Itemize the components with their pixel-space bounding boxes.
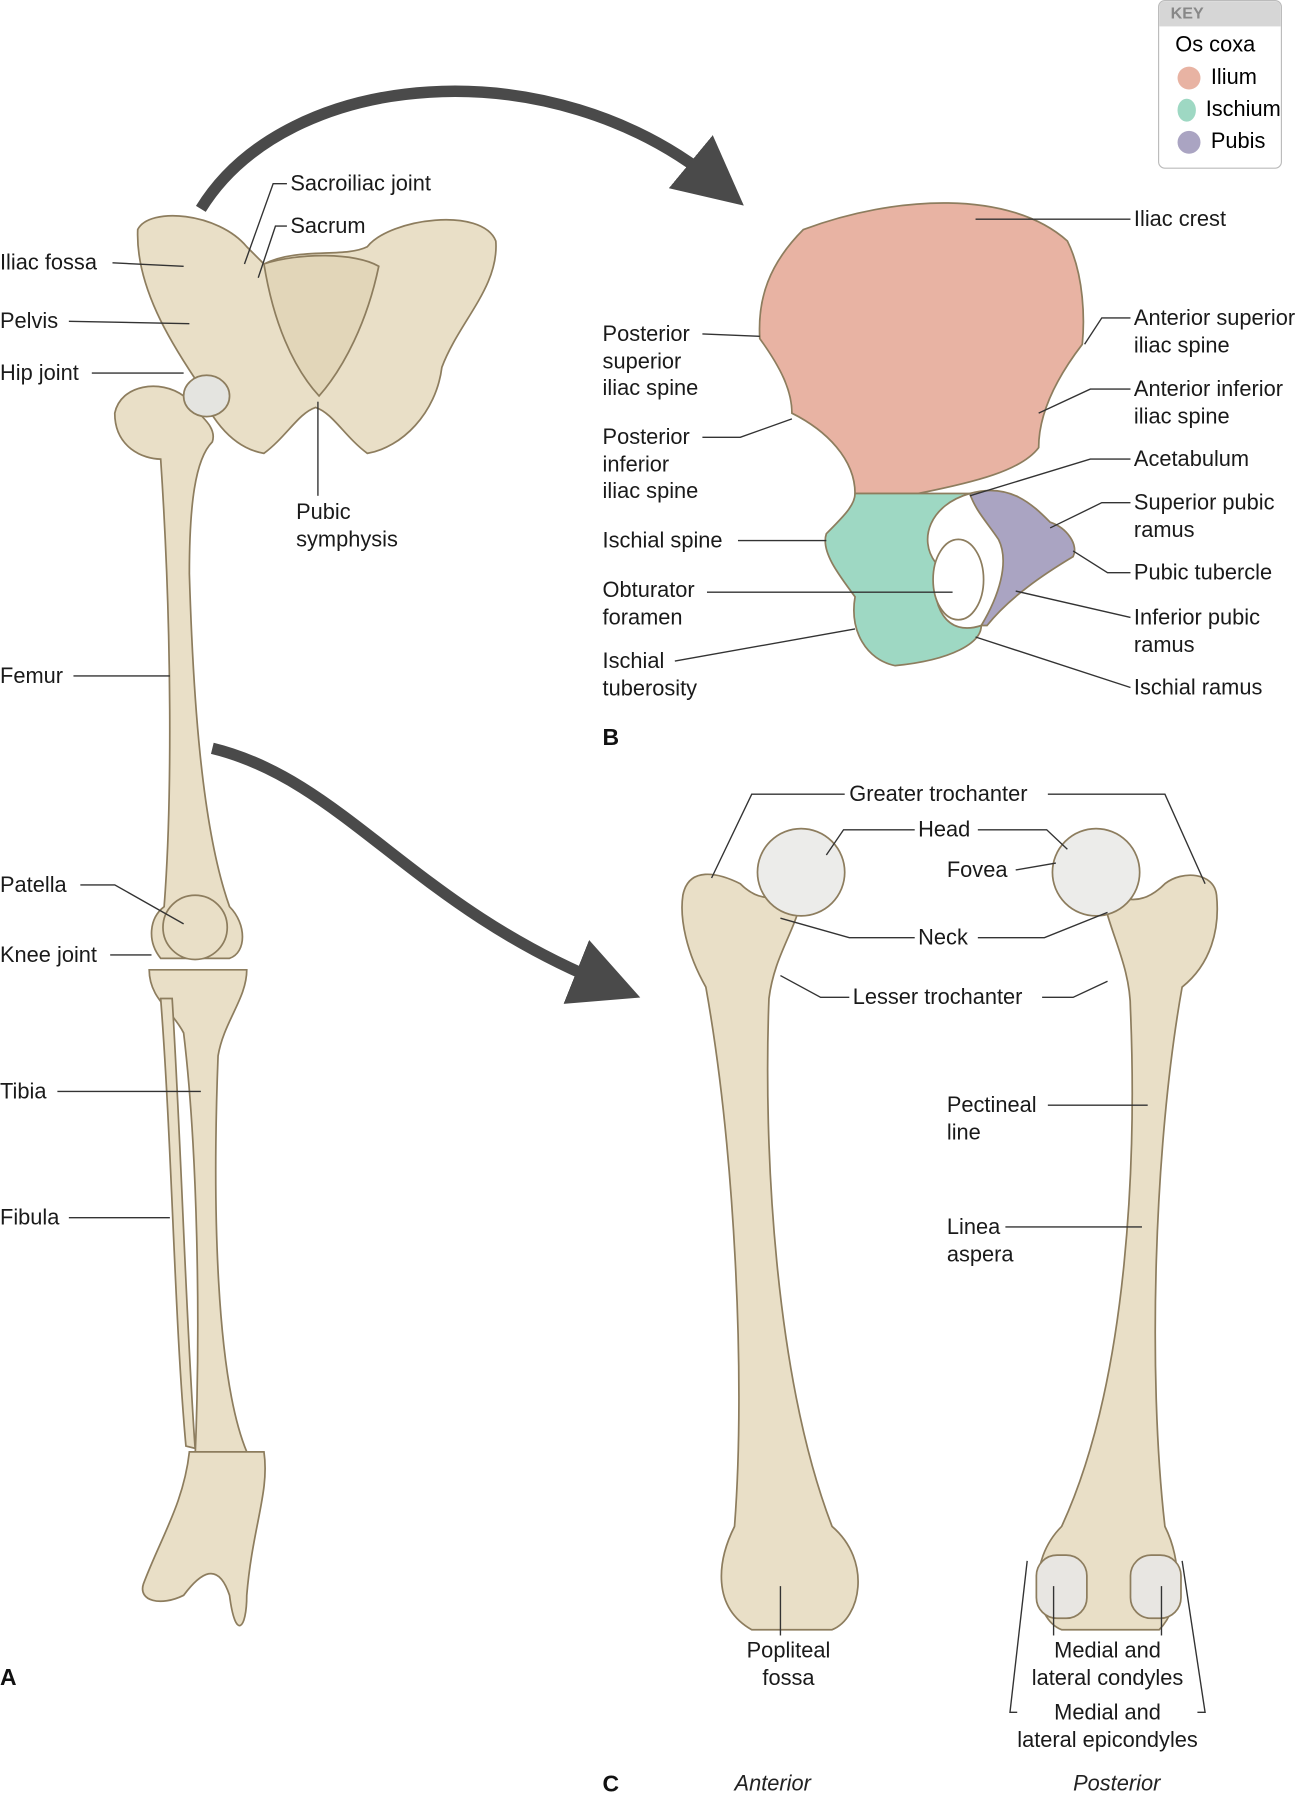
key-title: Os coxa <box>1175 33 1256 58</box>
label-fibula: Fibula <box>0 1206 60 1231</box>
label-greater-trochanter: Greater trochanter <box>849 782 1028 807</box>
label-ischial-ramus: Ischial ramus <box>1133 675 1263 701</box>
key-header: KEY <box>1159 1 1281 27</box>
label-ischial-spine: Ischial spine <box>602 529 723 554</box>
hip-bone <box>758 202 1085 667</box>
ischium-swatch <box>1177 98 1196 122</box>
fibula-bone <box>159 997 197 1450</box>
label-anterior-superior-iliac-spine: Anterior superior iliac spine <box>1133 306 1296 358</box>
pubis-region <box>968 489 1076 627</box>
label-femur: Femur <box>0 664 64 689</box>
color-key: KEY Os coxa Ilium Ischium Pubis <box>1158 0 1282 169</box>
leader-lines <box>57 182 1206 1714</box>
arrow-to-hip-bone <box>195 85 744 212</box>
view-anterior: Anterior <box>734 1772 811 1797</box>
label-superior-pubic-ramus: Superior pubic ramus <box>1133 491 1275 543</box>
pubis-swatch <box>1177 130 1201 154</box>
label-iliac-crest: Iliac crest <box>1133 207 1227 232</box>
key-item-ischium: Ischium <box>1177 96 1281 122</box>
sacrum-bone <box>263 254 380 398</box>
posterior-femur <box>1037 874 1219 1631</box>
ilium-region <box>758 202 1085 495</box>
view-posterior: Posterior <box>1073 1772 1161 1797</box>
label-ischial-tuberosity: Ischial tuberosity <box>602 649 698 701</box>
femur-bone <box>113 385 244 960</box>
key-label: Ilium <box>1210 64 1257 89</box>
label-hip-joint: Hip joint <box>0 361 79 386</box>
arrow-to-femurs <box>210 742 641 1004</box>
label-posterior-superior-iliac-spine: Posterior superior iliac spine <box>602 322 699 401</box>
label-iliac-fossa: Iliac fossa <box>0 251 97 276</box>
key-item-pubis: Pubis <box>1177 129 1281 155</box>
label-patella: Patella <box>0 873 67 898</box>
patella-bone <box>162 894 229 961</box>
label-neck: Neck <box>918 926 968 951</box>
label-popliteal-fossa: Popliteal fossa <box>746 1638 831 1690</box>
label-obturator-foramen: Obturator foramen <box>602 578 695 630</box>
label-head: Head <box>918 818 971 843</box>
panel-letter-c: C <box>602 1772 620 1798</box>
medial-condyle <box>1035 1554 1088 1620</box>
anterior-femur <box>681 873 859 1631</box>
key-label: Pubis <box>1210 129 1266 154</box>
label-pelvis: Pelvis <box>0 309 59 334</box>
label-tibia: Tibia <box>0 1079 47 1105</box>
label-pubic-tubercle: Pubic tubercle <box>1133 561 1273 586</box>
label-sacrum: Sacrum <box>290 214 366 239</box>
label-condyles: Medial and lateral condyles <box>1031 1638 1184 1690</box>
label-pubic-symphysis: Pubic symphysis <box>296 500 398 552</box>
label-lesser-trochanter: Lesser trochanter <box>852 985 1023 1010</box>
foot-bones <box>141 1450 266 1627</box>
key-label: Ischium <box>1205 96 1281 122</box>
ilium-swatch <box>1177 65 1201 89</box>
lateral-condyle <box>1129 1554 1182 1620</box>
anterior-femoral-head <box>756 827 846 917</box>
femoral-head <box>182 374 231 418</box>
panel-letter-a: A <box>0 1665 17 1691</box>
label-sacroiliac-joint: Sacroiliac joint <box>290 172 431 197</box>
label-anterior-inferior-iliac-spine: Anterior inferior iliac spine <box>1133 377 1284 429</box>
posterior-femoral-head <box>1051 827 1141 917</box>
obturator-foramen <box>932 538 985 621</box>
panel-letter-b: B <box>602 725 620 751</box>
key-item-ilium: Ilium <box>1177 64 1281 90</box>
label-inferior-pubic-ramus: Inferior pubic ramus <box>1133 605 1260 658</box>
label-epicondyles: Medial and lateral epicondyles <box>1017 1699 1198 1754</box>
label-linea-aspera: Linea aspera <box>946 1215 1014 1267</box>
label-pectineal-line: Pectineal line <box>946 1093 1037 1145</box>
label-posterior-inferior-iliac-spine: Posterior inferior iliac spine <box>602 425 699 504</box>
label-knee-joint: Knee joint <box>0 943 97 968</box>
label-fovea: Fovea <box>946 858 1008 883</box>
label-acetabulum: Acetabulum <box>1133 447 1250 472</box>
